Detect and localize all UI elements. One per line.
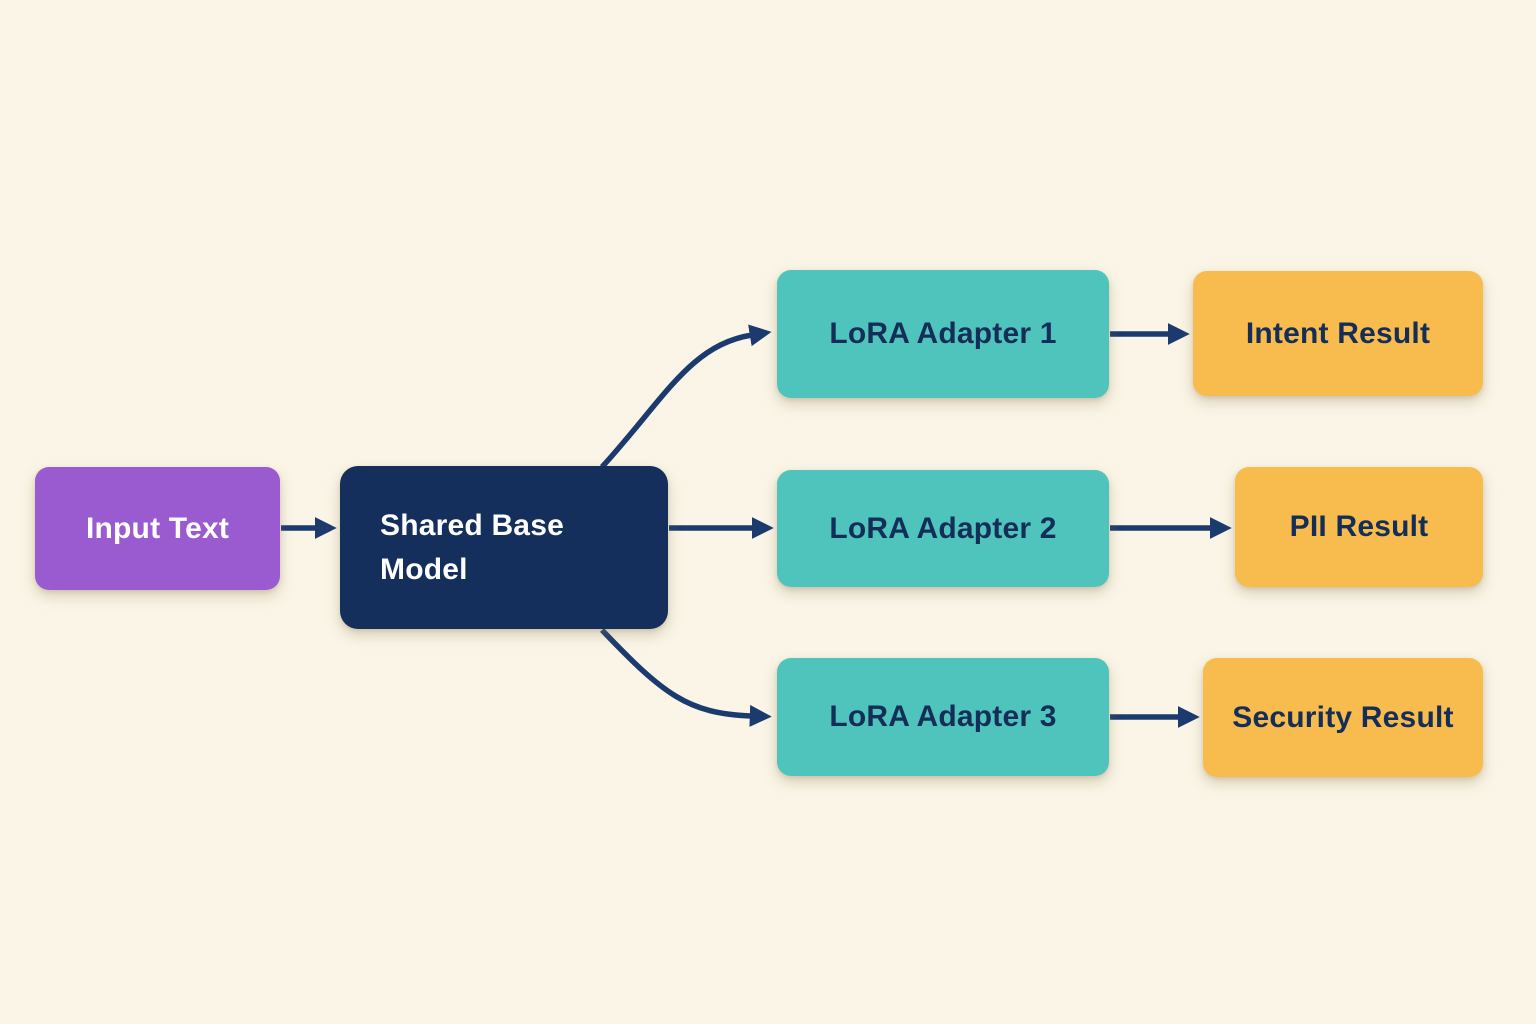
security-result-node: Security Result [1203,658,1483,777]
shared-base-model-label: Shared Base Model [380,508,564,586]
lora-adapter-3-label: LoRA Adapter 3 [829,700,1057,733]
security-result-label: Security Result [1232,700,1454,734]
input-text-label: Input Text [85,511,230,545]
lora-adapter-3-node: LoRA Adapter 3 [777,658,1109,776]
intent-result-node: Intent Result [1193,271,1483,396]
shared-base-model-node: Shared Base Model [340,466,668,629]
lora-adapter-1-label: LoRA Adapter 1 [829,317,1057,350]
intent-result-label: Intent Result [1245,316,1431,350]
lora-adapter-1-node: LoRA Adapter 1 [777,270,1109,398]
pii-result-node: PII Result [1235,467,1483,587]
edge-base-to-adapter3 [600,628,772,727]
lora-adapter-2-node: LoRA Adapter 2 [777,470,1109,587]
input-text-node: Input Text [35,467,280,590]
edge-base-to-adapter1 [599,324,772,469]
lora-adapter-2-label: LoRA Adapter 2 [829,511,1057,545]
pii-result-label: PII Result [1289,510,1429,543]
